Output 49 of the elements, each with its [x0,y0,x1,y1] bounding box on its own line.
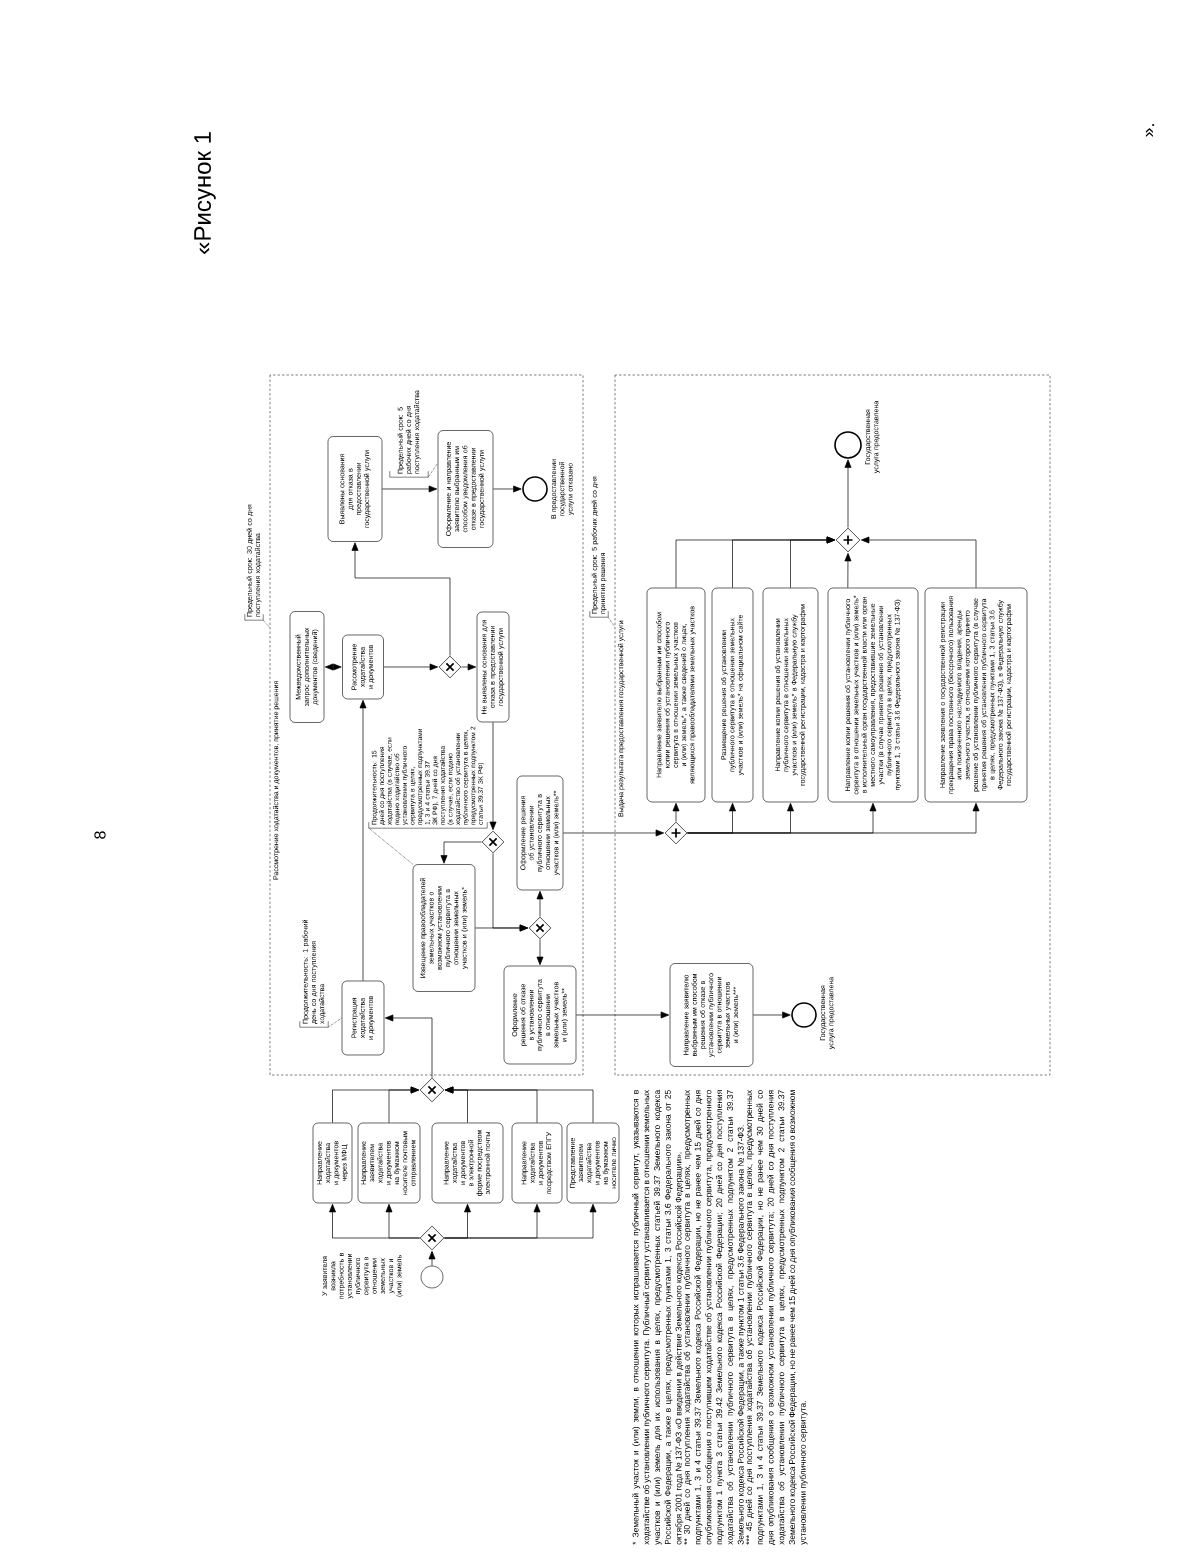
arrow [359,699,367,982]
arrow [752,1011,791,1019]
double-arrow [324,663,342,671]
arrow [860,536,977,589]
gateway-diamond [419,1077,445,1103]
gateway-diamond [664,821,688,845]
arrow [575,1011,670,1019]
arrow [381,485,438,493]
arrow [536,890,544,917]
arrow [440,841,482,864]
arrow [385,1203,420,1239]
footnote-text: * Земельный участок и (или) земли, в отношении которых испрашивается публичный сервитут, указываются в ходатайстве об установлении публичного сервитута. Публичный сервитут устанавливается в отношении земельных участков и (или) земель для их использования в целях, предусмотренных статьей 39.37 Земельного кодекса Российской Федерации, а также в целях, предусмотренных пунктами 1, 3 статьи 3.6 Федерального закона от 25 октября 2001 года № 137-ФЗ «О введении в действие Земельного кодекса Российской Федерации». [632,1089,684,1545]
gateway-diamond [528,916,552,940]
leader-line [368,827,414,865]
start-circle [420,1265,444,1289]
arrow [388,1086,420,1124]
arrow [844,552,852,589]
leader-line [427,462,439,478]
end-circle [522,476,548,502]
arrow [383,663,439,671]
arrow [444,1086,594,1124]
arrow [384,1014,433,1078]
gateway-diamond [419,1225,445,1251]
arrow [790,536,836,589]
arrow [351,542,451,656]
end-circle [834,431,862,459]
arrow [536,939,544,966]
arrow [687,802,980,834]
end-circle [791,1002,817,1028]
footnote-text: ** 30 дней со дня поступления ходатайства об установлении публичного сервитута в целях, предусмотренных подпунктами 1, 3 и 4 статьи 39.37 Земельного кодекса Российской Федерации, но не ранее чем 15 дней со дня опубликования сообщения о поступившем ходатайстве об установлении публичного сервитута, предусмотренного подпунктом 1 пункта 3 статьи 39.42 Земельного кодекса Российской Федерации; 20 дней со дня поступления ходатайства об установлении публичного сервитута в целях, предусмотренных подпунктом 2 статьи 39.37 Земельного кодекса Российской Федерации, а также пунктом 1 статьи 3.6 Федерального закона № 137-ФЗ. [683,1089,746,1545]
figure-title: «Рисунок 1 [194,132,216,254]
footnote-text: *** 45 дней со дня поступления ходатайства об установлении публичного сервитута в целях, предусмотренных подпунктами 1, 3 и 4 статьи 39.37 Земельного кодекса Российской Федерации, но не ранее чем 30 дней со дня опубликования сообщения о возможном установлении публичного сервитута; 20 дней со дня поступления ходатайства об установлении публичного сервитута в целях, предусмотренных подпунктом 2 статьи 39.37 Земельного кодекса Российской Федерации, но не ранее чем 15 дней со дня опубликования сообщения о возможном установлении публичного сервитута. [745,1089,808,1545]
arrow [474,924,529,932]
arrow [562,829,665,837]
leader-line [327,1017,343,1028]
arrow [444,1203,597,1239]
leader-line [262,619,271,628]
gateway-diamond [438,655,462,679]
arrow [672,802,680,822]
arrow [489,721,497,831]
leader-line [607,616,616,628]
page-number: 8 [94,831,106,839]
arrow [492,485,522,493]
arrow [844,459,852,528]
arrow [428,1250,436,1267]
closing-quote: ». [1145,124,1155,137]
gateway-diamond [481,830,505,854]
arrow [461,663,477,671]
gateway-diamond [835,527,861,553]
